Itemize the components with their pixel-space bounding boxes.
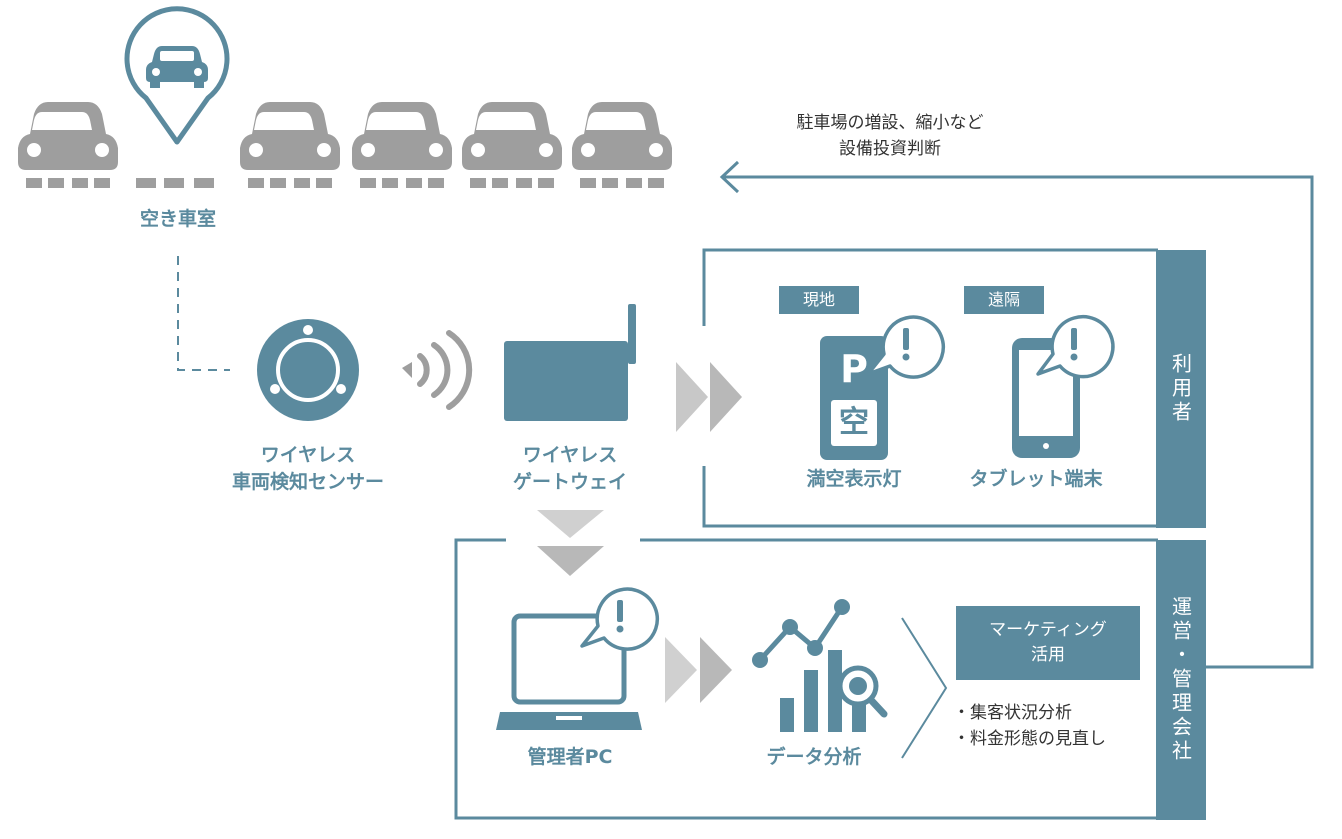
users-panel-outline	[702, 248, 1158, 528]
tablet-label: タブレット端末	[969, 468, 1103, 490]
empty-space-marker	[136, 178, 214, 188]
data-analysis-label: データ分析	[766, 746, 862, 768]
car-icon	[572, 102, 672, 188]
sign-icon	[820, 336, 888, 460]
remote-tag: 遠隔	[964, 286, 1044, 314]
onsite-tag: 現地	[779, 286, 859, 314]
signal-icon	[402, 330, 473, 410]
alert-icon	[1036, 314, 1115, 379]
empty-space-label: 空き車室	[139, 208, 216, 230]
bullet-item: ・集客状況分析	[953, 703, 1072, 723]
management-sidebar: 運営・管理会社	[1156, 540, 1206, 820]
gateway-icon	[504, 304, 636, 421]
sign-p-letter: P	[840, 347, 868, 391]
marketing-line2: 活用	[1031, 645, 1065, 665]
flow-arrow-down	[537, 510, 604, 576]
marketing-line1: マーケティング	[989, 620, 1107, 640]
magnifier-icon	[837, 665, 888, 718]
car-icon	[240, 102, 340, 188]
alert-icon	[866, 315, 946, 379]
gateway-label-line2: ゲートウェイ	[512, 471, 627, 493]
car-icon	[352, 102, 452, 188]
sensor-label-line2: 車両検知センサー	[231, 471, 384, 493]
alert-icon	[580, 587, 660, 651]
car-icon	[18, 102, 118, 188]
feedback-arrowhead	[719, 160, 740, 194]
location-pin-icon	[124, 6, 230, 145]
sensor-label-line1: ワイヤレス	[260, 444, 356, 466]
bullet-item: ・料金形態の見直し	[953, 729, 1106, 749]
chart-icon	[752, 599, 866, 732]
sensor-icon	[257, 319, 359, 421]
investment-text-line2: 設備投資判断	[839, 139, 941, 159]
marketing-box: マーケティング 活用	[956, 606, 1140, 680]
admin-pc-label: 管理者PC	[527, 746, 613, 768]
management-panel-outline	[454, 538, 1158, 820]
full-empty-light-label: 満空表示灯	[806, 468, 902, 490]
dashed-connector	[177, 256, 230, 371]
flow-arrow-right	[676, 362, 742, 432]
chevron-icon	[901, 617, 948, 759]
gateway-label-line1: ワイヤレス	[522, 444, 618, 466]
laptop-icon	[496, 613, 642, 730]
sign-kuu-letter: 空	[839, 405, 869, 440]
investment-text-line1: 駐車場の増設、縮小など	[796, 113, 984, 133]
users-sidebar: 利用者	[1156, 250, 1206, 528]
car-icon	[462, 102, 562, 188]
feedback-arrow	[724, 175, 1314, 669]
flow-arrow-right	[665, 637, 732, 703]
